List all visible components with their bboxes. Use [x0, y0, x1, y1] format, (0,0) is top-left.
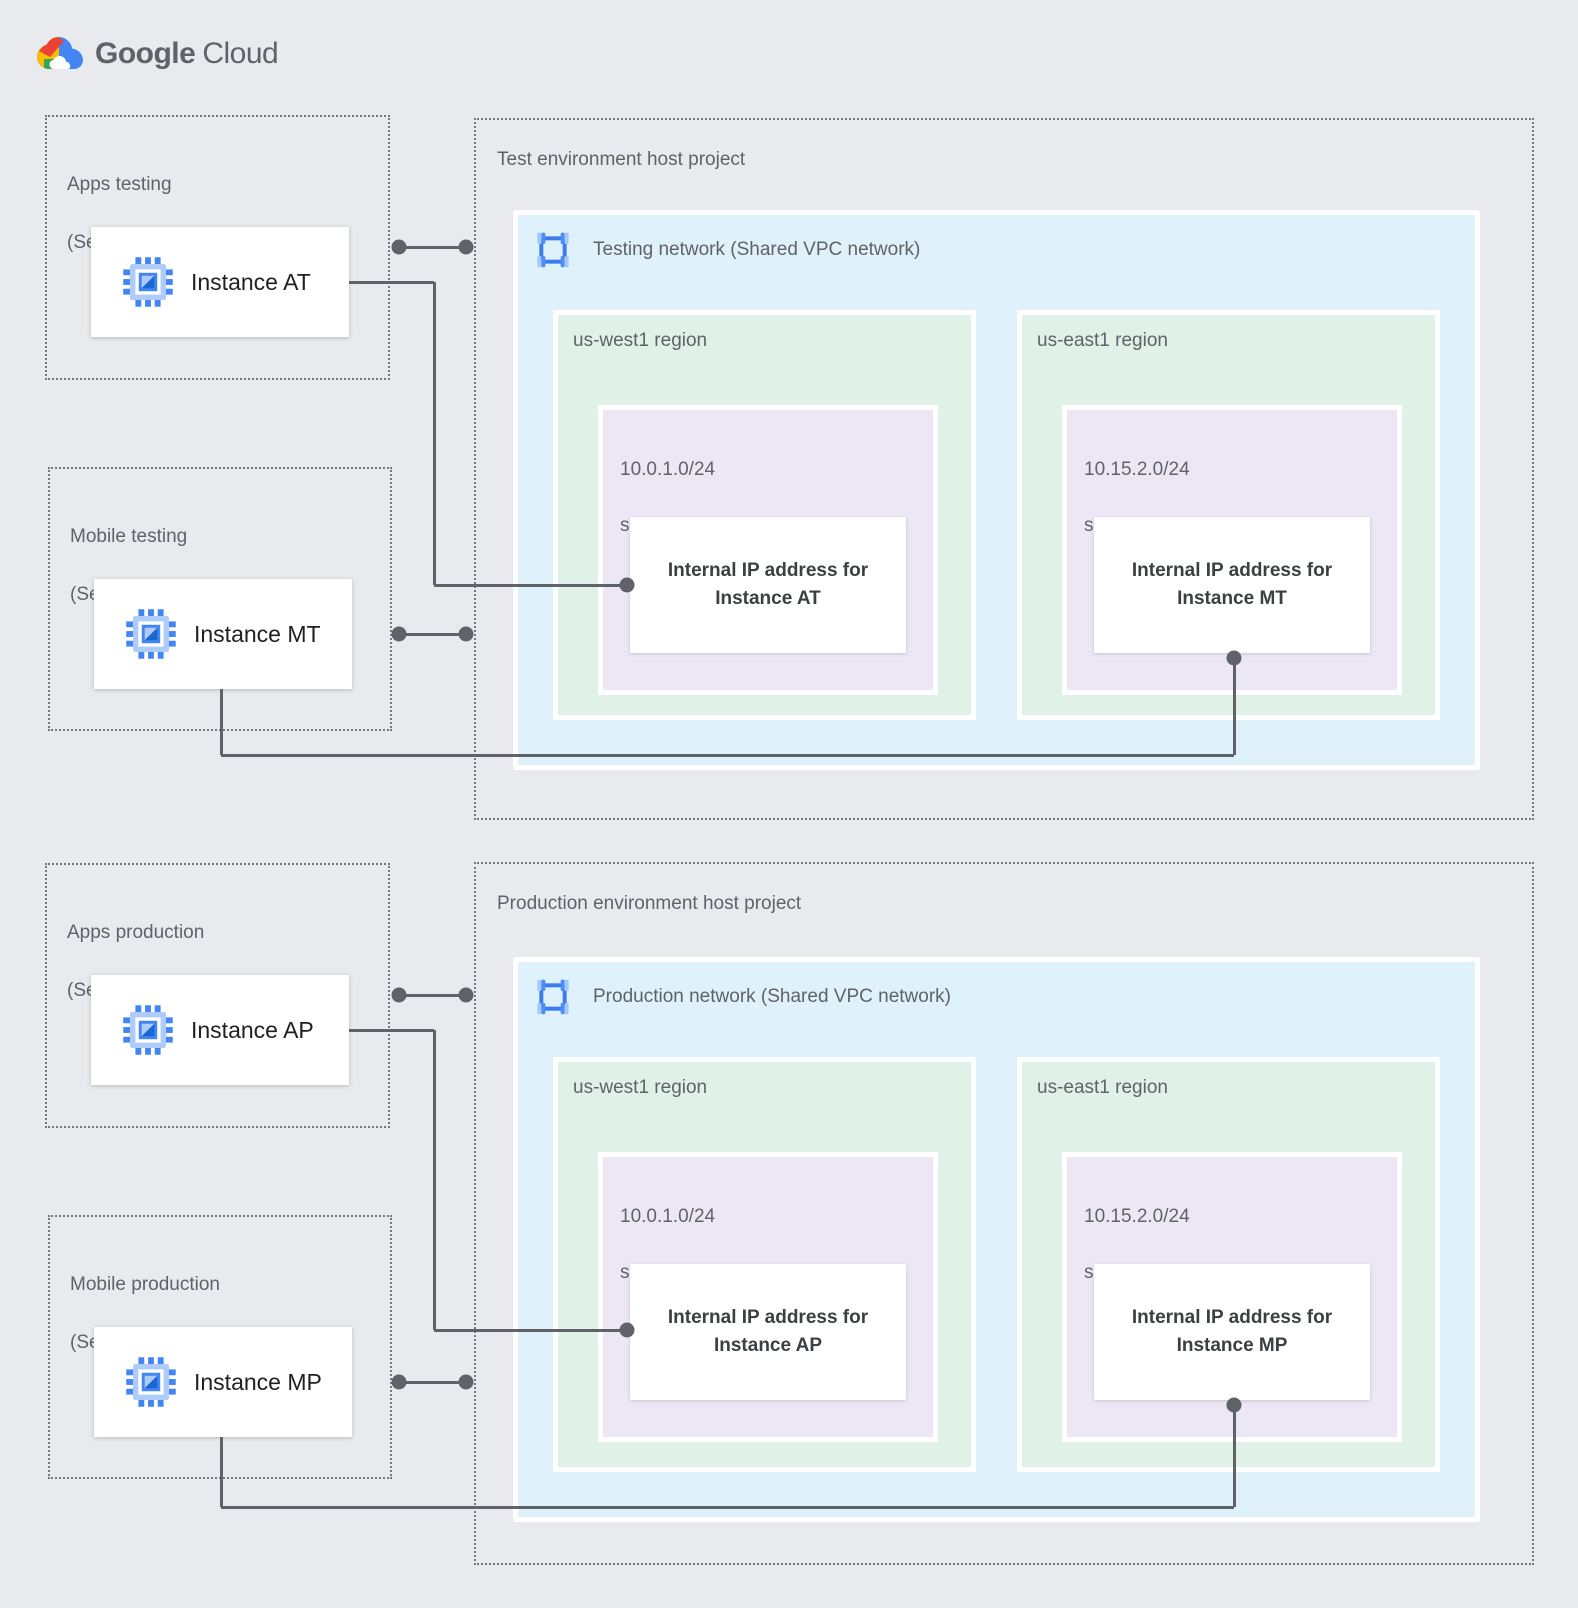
connector-dot	[391, 987, 407, 1003]
connector-dot	[458, 626, 474, 642]
prod-west-subnet-box: 10.0.1.0/24 subnet Internal IP address f…	[598, 1152, 938, 1442]
connector-instance-at-line	[349, 280, 434, 284]
test-west-subnet-box: 10.0.1.0/24 subnet Internal IP address f…	[598, 405, 938, 695]
testing-network-box: Testing network (Shared VPC network) us-…	[513, 210, 1480, 770]
vpc-network-icon	[537, 232, 569, 268]
internal-ip-card-mt: Internal IP address for Instance MT	[1094, 517, 1370, 653]
connector-dot	[458, 987, 474, 1003]
prod-east-subnet-box: 10.15.2.0/24 subnet Internal IP address …	[1062, 1152, 1402, 1442]
test-us-west1-region-box: us-west1 region 10.0.1.0/24 subnet Inter…	[553, 310, 976, 720]
instance-mt-label: Instance MT	[194, 620, 321, 647]
connector-dot	[619, 1322, 635, 1338]
connector-mobile-production-peer-line	[399, 1380, 466, 1384]
connector-instance-mt-line	[219, 689, 223, 755]
compute-engine-icon	[126, 609, 176, 659]
testing-network-header: Testing network (Shared VPC network)	[533, 230, 920, 270]
connector-instance-mt-line	[221, 753, 1234, 757]
connector-mobile-testing-peer-line	[399, 632, 466, 636]
instance-at-card: Instance AT	[91, 227, 349, 337]
production-host-project-box: Production environment host project Prod…	[474, 862, 1534, 1565]
test-us-east1-region-box: us-east1 region 10.15.2.0/24 subnet Inte…	[1017, 310, 1440, 720]
connector-instance-mt-line	[1232, 658, 1236, 755]
instance-ap-card: Instance AP	[91, 975, 349, 1085]
region-label: us-east1 region	[1037, 330, 1168, 351]
logo-product: Cloud	[202, 37, 279, 70]
connector-instance-at-line	[434, 583, 627, 587]
region-label: us-east1 region	[1037, 1077, 1168, 1098]
connector-apps-production-peer-line	[399, 993, 466, 997]
instance-mp-card: Instance MP	[94, 1327, 352, 1437]
internal-ip-card-at: Internal IP address for Instance AT	[630, 517, 906, 653]
production-network-header: Production network (Shared VPC network)	[533, 977, 951, 1017]
instance-mp-label: Instance MP	[194, 1368, 322, 1395]
mobile-production-project-box: Mobile production (Service project) Inst…	[48, 1215, 392, 1479]
compute-engine-icon	[123, 1005, 173, 1055]
production-network-box: Production network (Shared VPC network) …	[513, 957, 1480, 1522]
logo-brand: Google	[95, 37, 196, 70]
apps-testing-project-box: Apps testing (Service project) Instance …	[45, 115, 390, 380]
connector-dot	[391, 626, 407, 642]
connector-dot	[1226, 1397, 1242, 1413]
connector-instance-ap-line	[434, 1328, 627, 1332]
connector-instance-at-line	[432, 282, 436, 585]
connector-apps-testing-peer-line	[399, 245, 466, 249]
connector-instance-ap-line	[349, 1028, 434, 1032]
google-cloud-icon	[35, 36, 83, 72]
internal-ip-card-ap: Internal IP address for Instance AP	[630, 1264, 906, 1400]
vpc-network-icon	[537, 979, 569, 1015]
testing-network-label: Testing network (Shared VPC network)	[593, 239, 921, 260]
compute-engine-icon	[126, 1357, 176, 1407]
apps-production-project-box: Apps production (Service project) Instan…	[45, 863, 390, 1128]
instance-mt-card: Instance MT	[94, 579, 352, 689]
mobile-testing-project-box: Mobile testing (Service project) Instanc…	[48, 467, 392, 731]
connector-dot	[458, 239, 474, 255]
region-label: us-west1 region	[573, 1077, 708, 1098]
instance-at-label: Instance AT	[191, 268, 311, 295]
test-host-project-box: Test environment host project Testing ne…	[474, 118, 1534, 820]
connector-dot	[619, 577, 635, 593]
production-host-project-title: Production environment host project	[497, 893, 802, 914]
prod-us-west1-region-box: us-west1 region 10.0.1.0/24 subnet Inter…	[553, 1057, 976, 1472]
connector-dot	[391, 1374, 407, 1390]
test-host-project-title: Test environment host project	[497, 149, 746, 170]
connector-dot	[391, 239, 407, 255]
connector-dot	[1226, 650, 1242, 666]
production-network-label: Production network (Shared VPC network)	[593, 986, 951, 1007]
connector-instance-mp-line	[219, 1437, 223, 1507]
connector-instance-mp-line	[221, 1505, 1234, 1509]
internal-ip-card-mp: Internal IP address for Instance MP	[1094, 1264, 1370, 1400]
connector-instance-ap-line	[432, 1030, 436, 1330]
instance-ap-label: Instance AP	[191, 1016, 314, 1043]
compute-engine-icon	[123, 257, 173, 307]
test-east-subnet-box: 10.15.2.0/24 subnet Internal IP address …	[1062, 405, 1402, 695]
connector-instance-mp-line	[1232, 1405, 1236, 1507]
region-label: us-west1 region	[573, 330, 708, 351]
connector-dot	[458, 1374, 474, 1390]
